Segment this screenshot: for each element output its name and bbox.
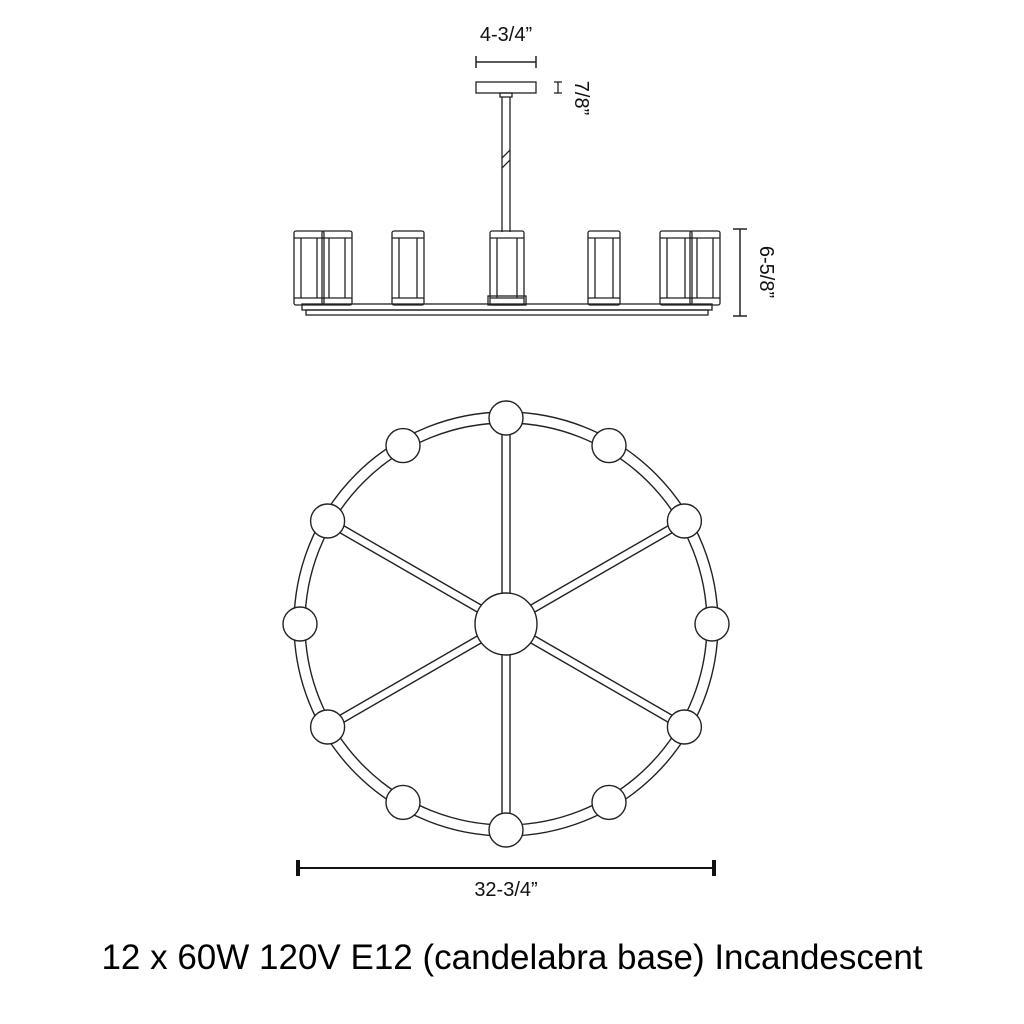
- bulb-12: [385, 427, 421, 464]
- shade-side-4: [489, 230, 525, 306]
- spoke-3-b: [534, 635, 680, 721]
- diameter-dimension: [296, 860, 716, 876]
- diameter-label: 32-3/4”: [474, 879, 537, 901]
- shade-side-1: [293, 230, 325, 306]
- shade-side-7: [689, 230, 721, 306]
- bulb-3: [666, 503, 703, 539]
- fixture-height-dimension: [733, 228, 747, 317]
- shade-side-3: [391, 230, 425, 306]
- fixture-height-label: 6-5/8”: [755, 246, 777, 298]
- lamp-specification: 12 x 60W 120V E12 (candelabra base) Inca…: [101, 938, 923, 977]
- bulbs: [282, 400, 730, 848]
- ring-base: [301, 295, 713, 316]
- spoke-6-a: [336, 520, 482, 606]
- bulb-4: [694, 606, 730, 642]
- bulb-10: [282, 606, 318, 642]
- canopy: [475, 81, 537, 94]
- bulb-9: [309, 709, 346, 745]
- canopy-width-dimension: [475, 56, 537, 68]
- canopy-width-label: 4-3/4”: [480, 24, 532, 46]
- bulb-1: [488, 400, 524, 436]
- spoke-2-b: [530, 520, 676, 606]
- center-hub: [474, 592, 538, 656]
- bulb-11: [309, 503, 346, 539]
- top-view: [282, 400, 730, 848]
- shade-side-5: [587, 230, 621, 306]
- down-rod: [501, 97, 511, 232]
- spoke-5-a: [332, 635, 478, 721]
- shade-side-2: [321, 230, 353, 306]
- spoke-2-a: [534, 527, 680, 613]
- spoke-3-a: [530, 642, 676, 728]
- bulb-8: [385, 784, 421, 821]
- bulb-6: [591, 784, 627, 821]
- spokes: [332, 426, 680, 822]
- spoke-5-b: [336, 642, 482, 728]
- shade-side-6: [659, 230, 693, 306]
- bulb-7: [488, 812, 524, 848]
- bulb-2: [591, 427, 627, 464]
- canopy-height-dimension: [554, 81, 562, 94]
- spoke-6-b: [332, 527, 478, 613]
- side-view: 4-3/4” 7/8” 6-5/8”: [293, 24, 777, 317]
- canopy-height-label: 7/8”: [570, 81, 592, 115]
- bulb-5: [666, 709, 703, 745]
